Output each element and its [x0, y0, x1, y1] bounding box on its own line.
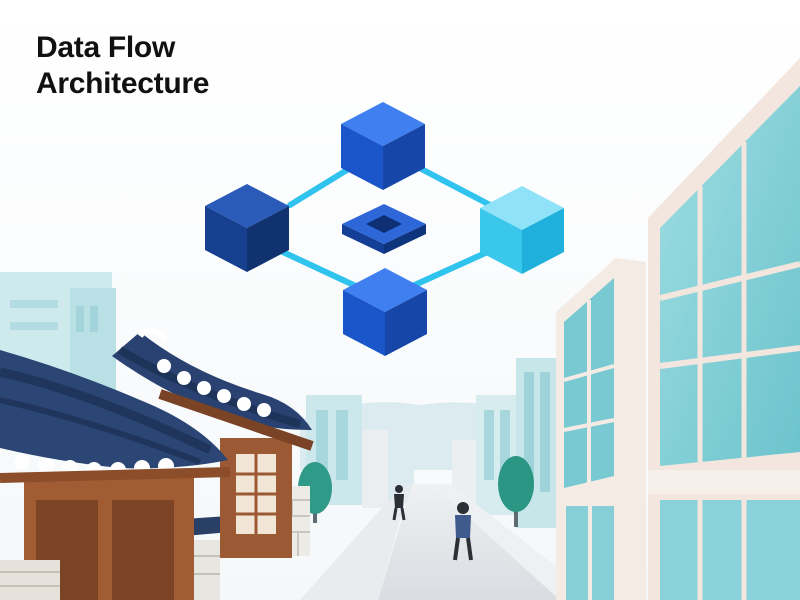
- hanok-rear: [112, 327, 314, 558]
- cube-icon: [343, 268, 427, 356]
- right-glass-building: [648, 58, 800, 600]
- hanok-front: [0, 350, 231, 600]
- network-diagram-icon: [205, 102, 564, 356]
- title-line-1: Data Flow: [36, 31, 175, 64]
- pedestrian-icon: [392, 485, 406, 521]
- sidewalk-left: [300, 484, 410, 600]
- cube-icon: [480, 186, 564, 274]
- cube-icon: [341, 102, 425, 190]
- pedestrian-icon: [453, 502, 473, 561]
- tree-icon: [498, 456, 534, 527]
- cube-icon: [205, 184, 289, 272]
- hub-icon: [342, 204, 426, 254]
- mid-right-building: [556, 258, 646, 600]
- page-title: Data Flow Architecture: [36, 30, 209, 102]
- title-line-2: Architecture: [36, 67, 210, 100]
